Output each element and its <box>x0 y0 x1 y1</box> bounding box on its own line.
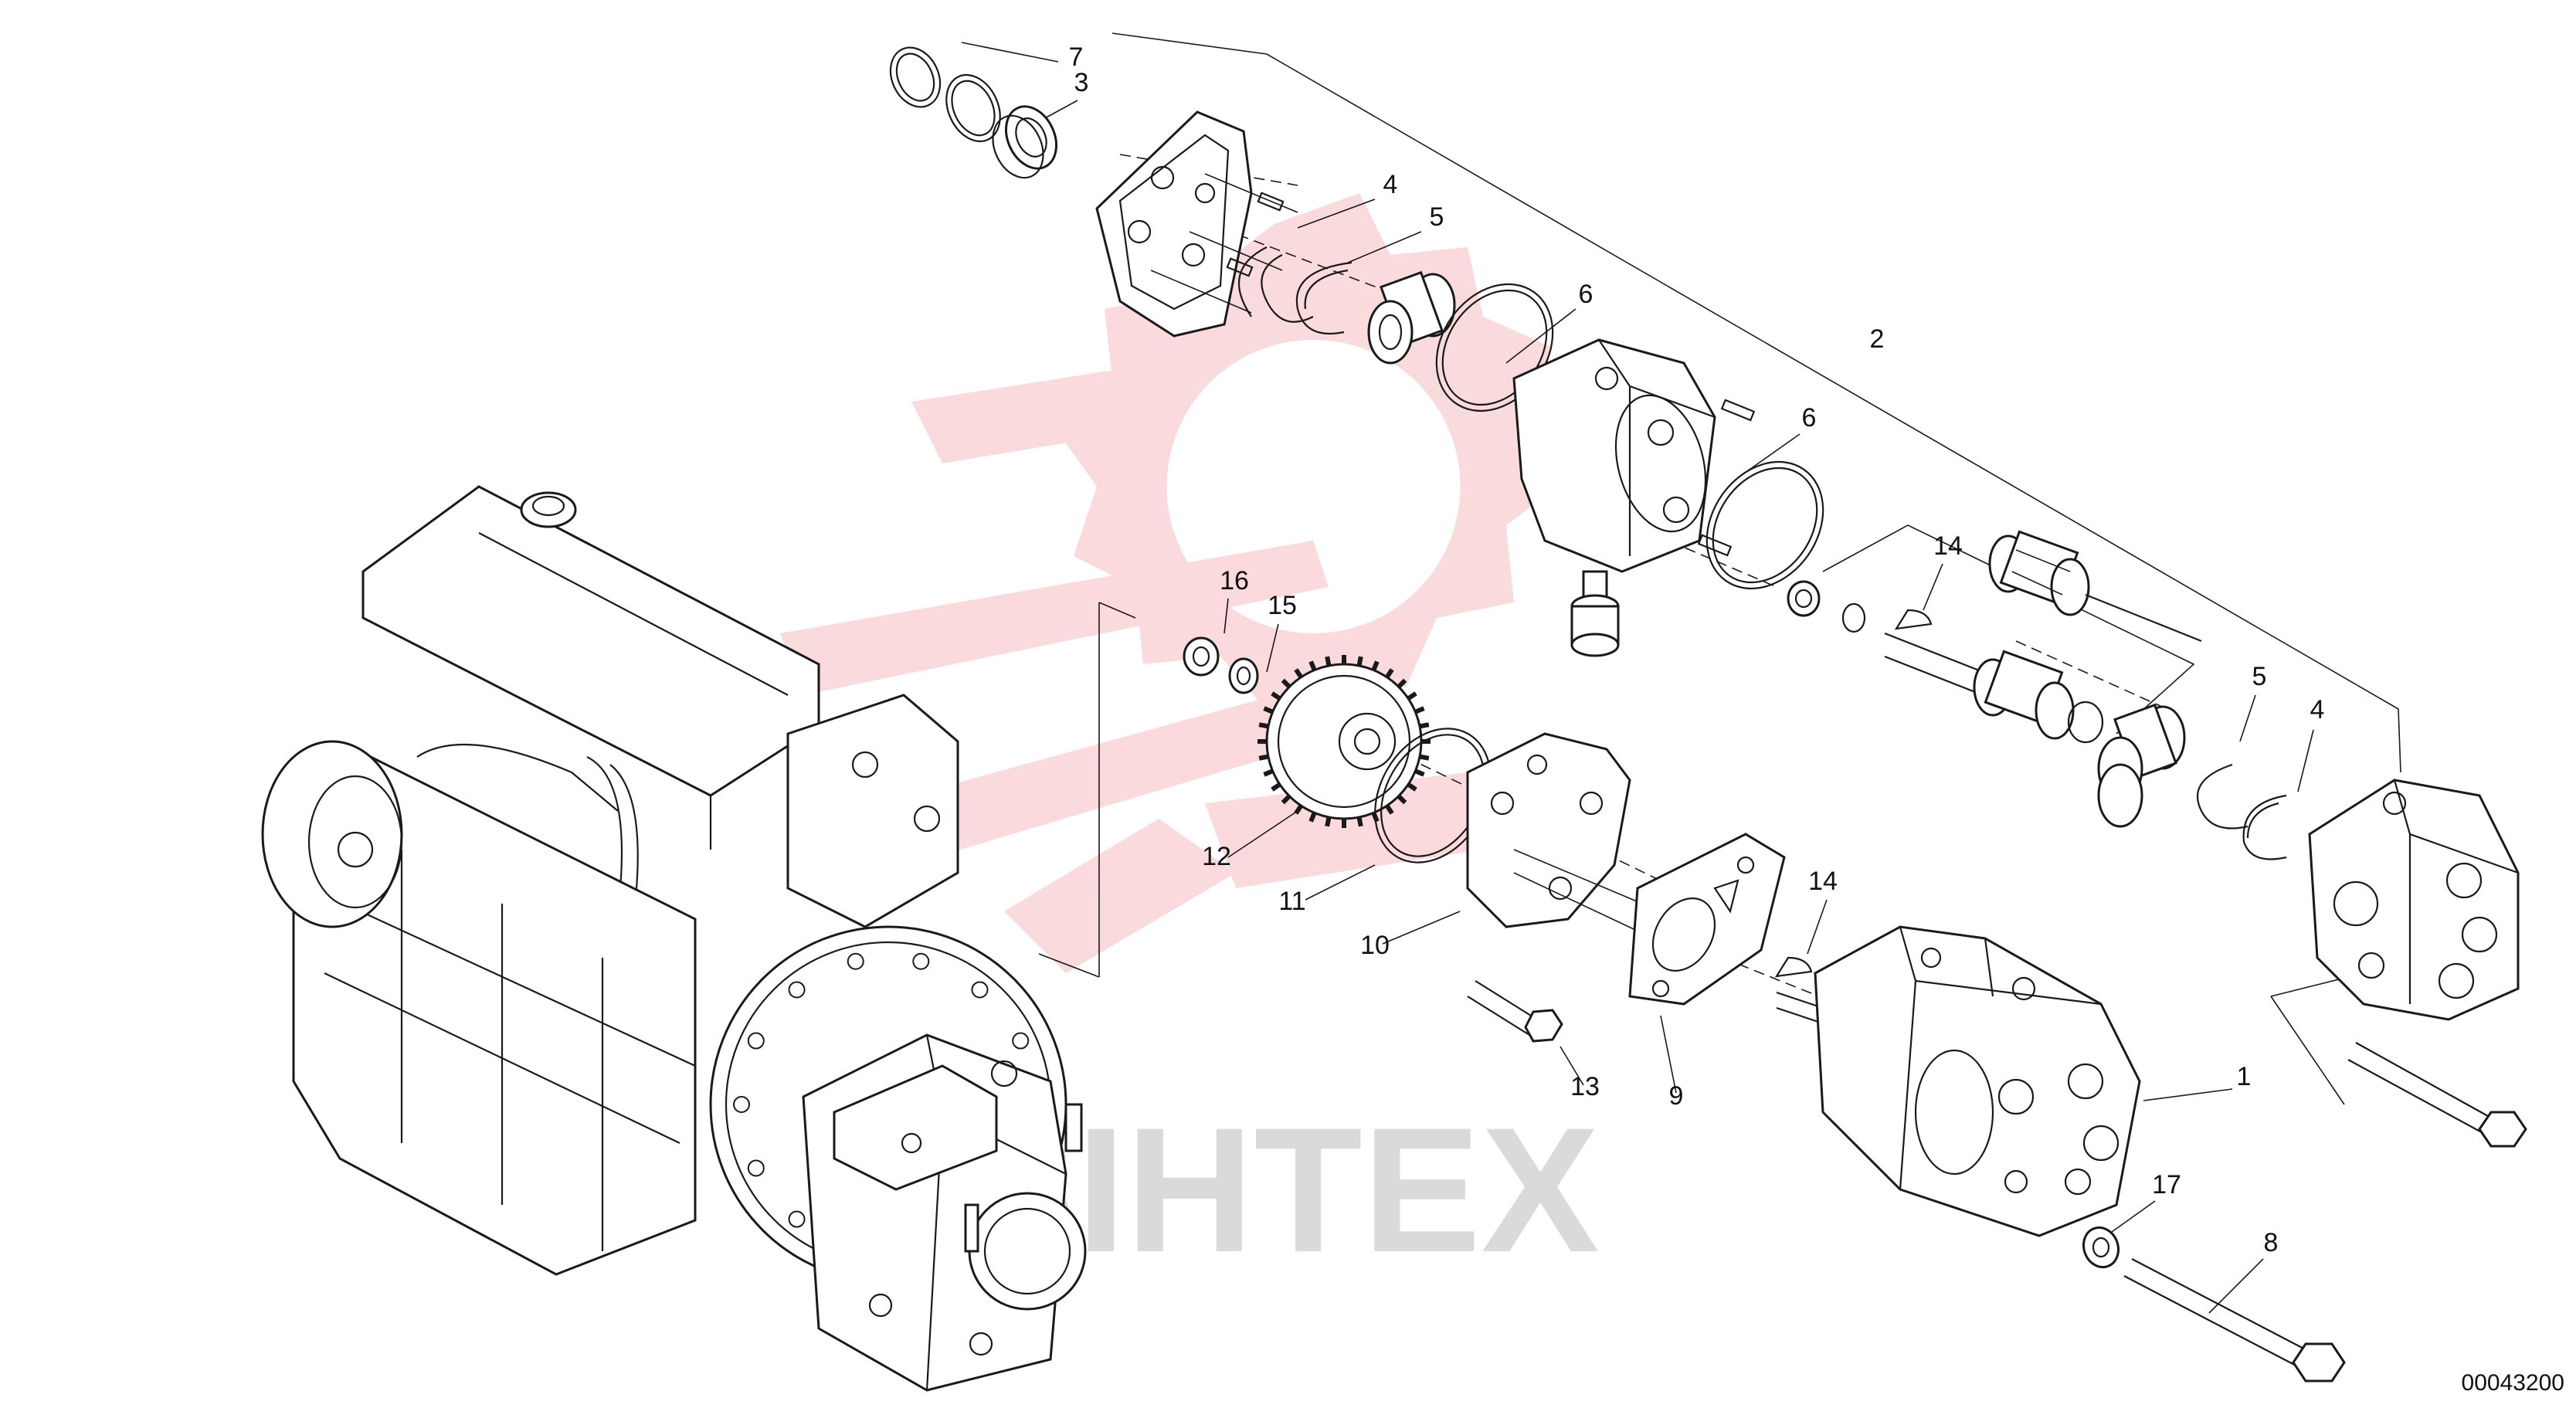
callout-4: 4 <box>1383 170 1398 199</box>
part-key-14a <box>1894 609 1933 630</box>
part-ring-4 <box>1237 246 1314 323</box>
part-ring-5 <box>1295 261 1352 335</box>
callout-7: 7 <box>1069 42 1084 72</box>
part-o-ring-6b <box>1705 460 1824 590</box>
part-circlip <box>945 73 1001 143</box>
callout-15: 15 <box>1268 591 1297 620</box>
callout-11: 11 <box>1278 887 1305 916</box>
part-rear-cover <box>2308 779 2520 1021</box>
part-rings-4-5-lower <box>2197 763 2287 860</box>
part-small-nut <box>1787 580 1866 633</box>
callout-16: 16 <box>1220 566 1249 595</box>
part-gasket-9 <box>1628 833 1786 1006</box>
part-gear-12 <box>1257 655 1431 828</box>
callout-10: 10 <box>1360 931 1390 960</box>
part-key-14b <box>1774 956 1813 978</box>
callout-14: 14 <box>1808 867 1838 896</box>
callout-5: 5 <box>2252 662 2267 691</box>
callout-1: 1 <box>2237 1062 2252 1091</box>
part-pump-body <box>1512 338 1756 573</box>
part-plug <box>1570 570 1620 657</box>
callout-14: 14 <box>1933 531 1963 561</box>
callout-6: 6 <box>1579 280 1593 309</box>
part-flange-10 <box>1466 732 1661 935</box>
callout-8: 8 <box>2264 1228 2279 1257</box>
callout-3: 3 <box>1074 68 1089 97</box>
callout-13: 13 <box>1570 1072 1600 1101</box>
leader-lines <box>961 32 2401 1314</box>
callout-5: 5 <box>1430 202 1444 232</box>
part-washer-17 <box>2082 1226 2120 1269</box>
part-front-cover <box>1095 110 1298 338</box>
part-bushing <box>1367 270 1456 365</box>
callout-6: 6 <box>1802 403 1817 433</box>
callout-17: 17 <box>2152 1170 2181 1199</box>
part-shaft-gear-upper <box>1988 530 2202 643</box>
part-seal-3 <box>992 105 1057 179</box>
engine-illustration <box>261 485 1087 1392</box>
part-pump-assembly-1 <box>1776 925 2141 1237</box>
callout-4: 4 <box>2310 695 2325 724</box>
part-bushing-lower <box>2097 703 2186 828</box>
part-bolt-13 <box>1467 980 1563 1043</box>
callout-9: 9 <box>1669 1081 1684 1111</box>
callout-12: 12 <box>1202 842 1231 871</box>
part-shaft-gear-lower <box>1884 632 2104 744</box>
callout-2: 2 <box>1870 324 1885 354</box>
part-nut-16 <box>1183 636 1220 677</box>
figure-id: 00043200 <box>2462 1370 2564 1396</box>
part-bolt-8 <box>2123 1258 2346 1383</box>
part-snap-ring-7 <box>889 46 942 108</box>
part-washer-15 <box>1228 657 1259 694</box>
part-bolt-long <box>2347 1042 2527 1148</box>
